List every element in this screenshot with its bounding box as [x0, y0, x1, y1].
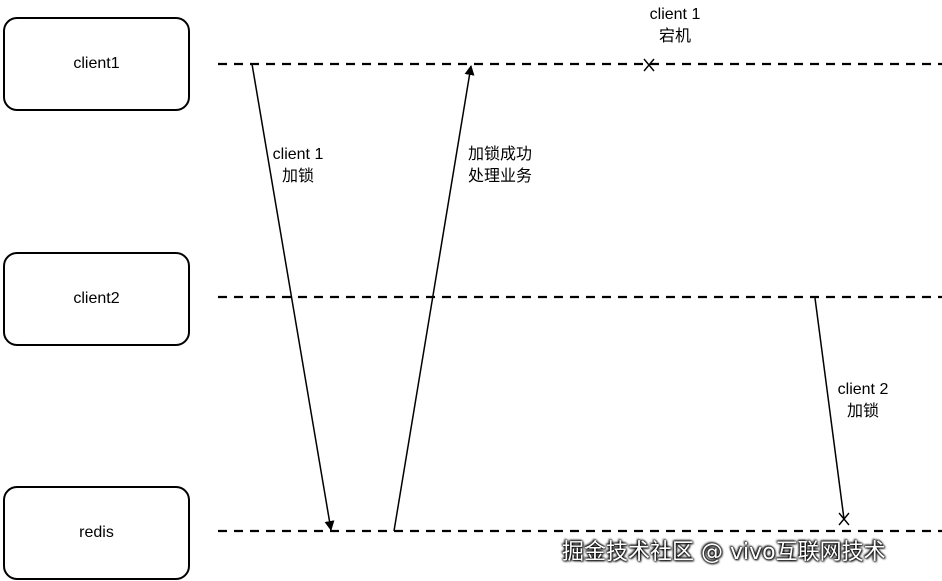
client1-node-label: client1: [73, 55, 120, 72]
lock-success-line2: 处理业务: [467, 168, 532, 185]
lock-success-line1: 加锁成功: [467, 146, 532, 163]
client1-node: client1: [3, 17, 190, 111]
client1-lock-line1: client 1: [272, 146, 324, 163]
client2-lock-line1: client 2: [837, 381, 889, 398]
watermark: 掘金技术社区 @ vivo互联网技术: [562, 540, 886, 565]
client1-lock-label: client 1 加锁: [256, 144, 340, 188]
client1-down-label: client 1 宕机: [630, 4, 720, 48]
client2-node-label: client2: [73, 290, 120, 307]
client2-node: client2: [3, 252, 190, 346]
client1-crash-cross-icon: [643, 58, 655, 72]
client2-crash-cross-icon: [838, 512, 850, 526]
redis-node-label: redis: [79, 524, 114, 541]
client1-lock-line2: 加锁: [281, 168, 314, 185]
redis-node: redis: [3, 486, 190, 580]
client1-down-line1: client 1: [649, 6, 701, 23]
client1-lock-arrow: [251, 63, 335, 531]
client2-lock-label: client 2 加锁: [818, 379, 908, 423]
lock-success-label: 加锁成功 处理业务: [450, 144, 550, 188]
client2-lock-arrow: [814, 297, 845, 520]
client2-lock-line2: 加锁: [846, 403, 879, 420]
client1-down-line2: 宕机: [658, 28, 691, 45]
lock-success-arrow: [393, 65, 475, 532]
